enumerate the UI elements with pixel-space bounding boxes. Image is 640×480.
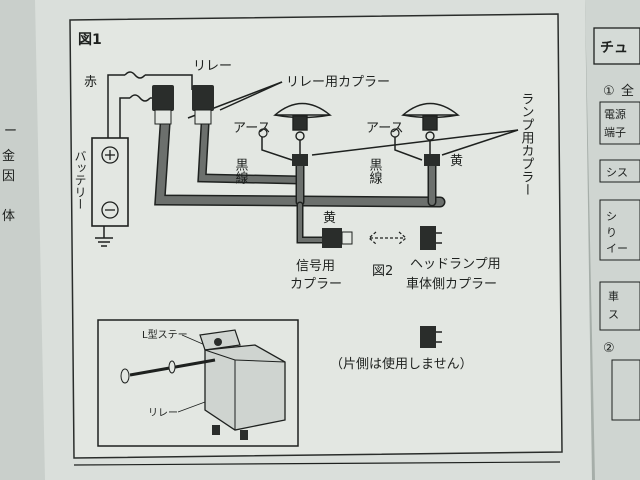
right-box4-line2: ス: [608, 308, 619, 321]
inset-relay-label: リレー: [148, 408, 178, 419]
label-relay-coupler: リレー用カプラー: [286, 75, 390, 90]
margin-char-3: 因: [2, 169, 15, 184]
figure-title: 図1: [78, 32, 102, 48]
right-box3-line1: シ: [606, 210, 617, 223]
battery-label: バッテリー: [73, 150, 87, 210]
fuse-symbol-lower: [129, 94, 151, 102]
body-side-coupler-lower: [420, 326, 442, 348]
battery: [91, 137, 129, 227]
label-headlamp-coupler-line2: 車体側カプラー: [406, 277, 497, 292]
right-box3-line3: イー: [606, 242, 628, 255]
label-headlamp-coupler-line1: ヘッドランプ用: [410, 257, 501, 272]
label-earth-left: アース: [233, 121, 271, 136]
wire-harness: [154, 119, 446, 244]
inset-stay-label: L型ステー: [142, 328, 188, 341]
signal-coupler: [322, 228, 353, 248]
right-page: チュ ① 全 電源 端子 シス シ り イー 車 ス ②: [593, 27, 640, 421]
pointer-lamp-coupler-2: [441, 129, 519, 156]
relay-mount-inset: L型ステー リレー: [97, 319, 299, 447]
minus-terminal-icon: [101, 201, 119, 219]
nut: [120, 368, 130, 384]
relay-body: [204, 344, 286, 431]
label-signal-coupler-line1: 信号用: [296, 259, 335, 274]
right-box1-line1: 電源: [604, 107, 626, 121]
right-box4-line1: 車: [608, 289, 619, 303]
label-signal-coupler-line2: カプラー: [290, 277, 342, 292]
label-relay: リレー: [193, 59, 232, 74]
margin-char-4: 体: [2, 209, 15, 224]
margin-char-1: ー: [4, 124, 17, 139]
right-box2-text: シス: [606, 166, 628, 179]
label-red: 赤: [84, 75, 97, 90]
lamp-coupler-right: [424, 154, 440, 166]
pointer-lamp-coupler-1: [311, 129, 519, 156]
next-figure-frame: [73, 461, 561, 466]
headlamp-right: [401, 102, 460, 141]
right-box1-line2: 端子: [604, 126, 626, 139]
figure-labels: 赤 リレー リレー用カプラー アース アース 黒線 黒線 黄 ランプ用カプラー …: [84, 59, 534, 372]
right-box3-line2: り: [606, 226, 617, 239]
label-yellow-top: 黄: [450, 154, 463, 169]
label-black-wire-left: 黒線: [233, 158, 249, 184]
relay-right: [192, 85, 214, 125]
lamp-coupler-left: [292, 154, 308, 166]
headlamp-left: [273, 102, 332, 141]
left-margin-text: ー 金 因 体: [2, 124, 17, 224]
right-section1-num: ①: [603, 84, 615, 99]
right-section2-num: ②: [603, 341, 615, 356]
right-panel-title: チュ: [600, 40, 628, 56]
body-side-coupler-upper: [420, 226, 442, 250]
margin-char-2: 金: [2, 148, 15, 164]
label-figure2: 図2: [372, 264, 393, 279]
washer: [168, 360, 176, 374]
double-arrow-icon: [368, 231, 407, 245]
label-black-wire-right: 黒線: [367, 158, 383, 184]
label-yellow-bottom: 黄: [323, 211, 336, 226]
relay-left: [152, 85, 174, 125]
right-section1-char: 全: [621, 83, 634, 99]
label-unused-note: （片側は使用しません）: [330, 356, 473, 372]
earth-terminal-right: [390, 128, 400, 138]
plus-terminal-icon: [101, 146, 119, 164]
label-lamp-coupler: ランプ用カプラー: [519, 92, 535, 196]
label-earth-right: アース: [366, 121, 404, 136]
fuse-symbol-upper: [124, 71, 146, 79]
left-margin-paper: [0, 0, 45, 480]
earth-terminal-left: [258, 128, 268, 138]
